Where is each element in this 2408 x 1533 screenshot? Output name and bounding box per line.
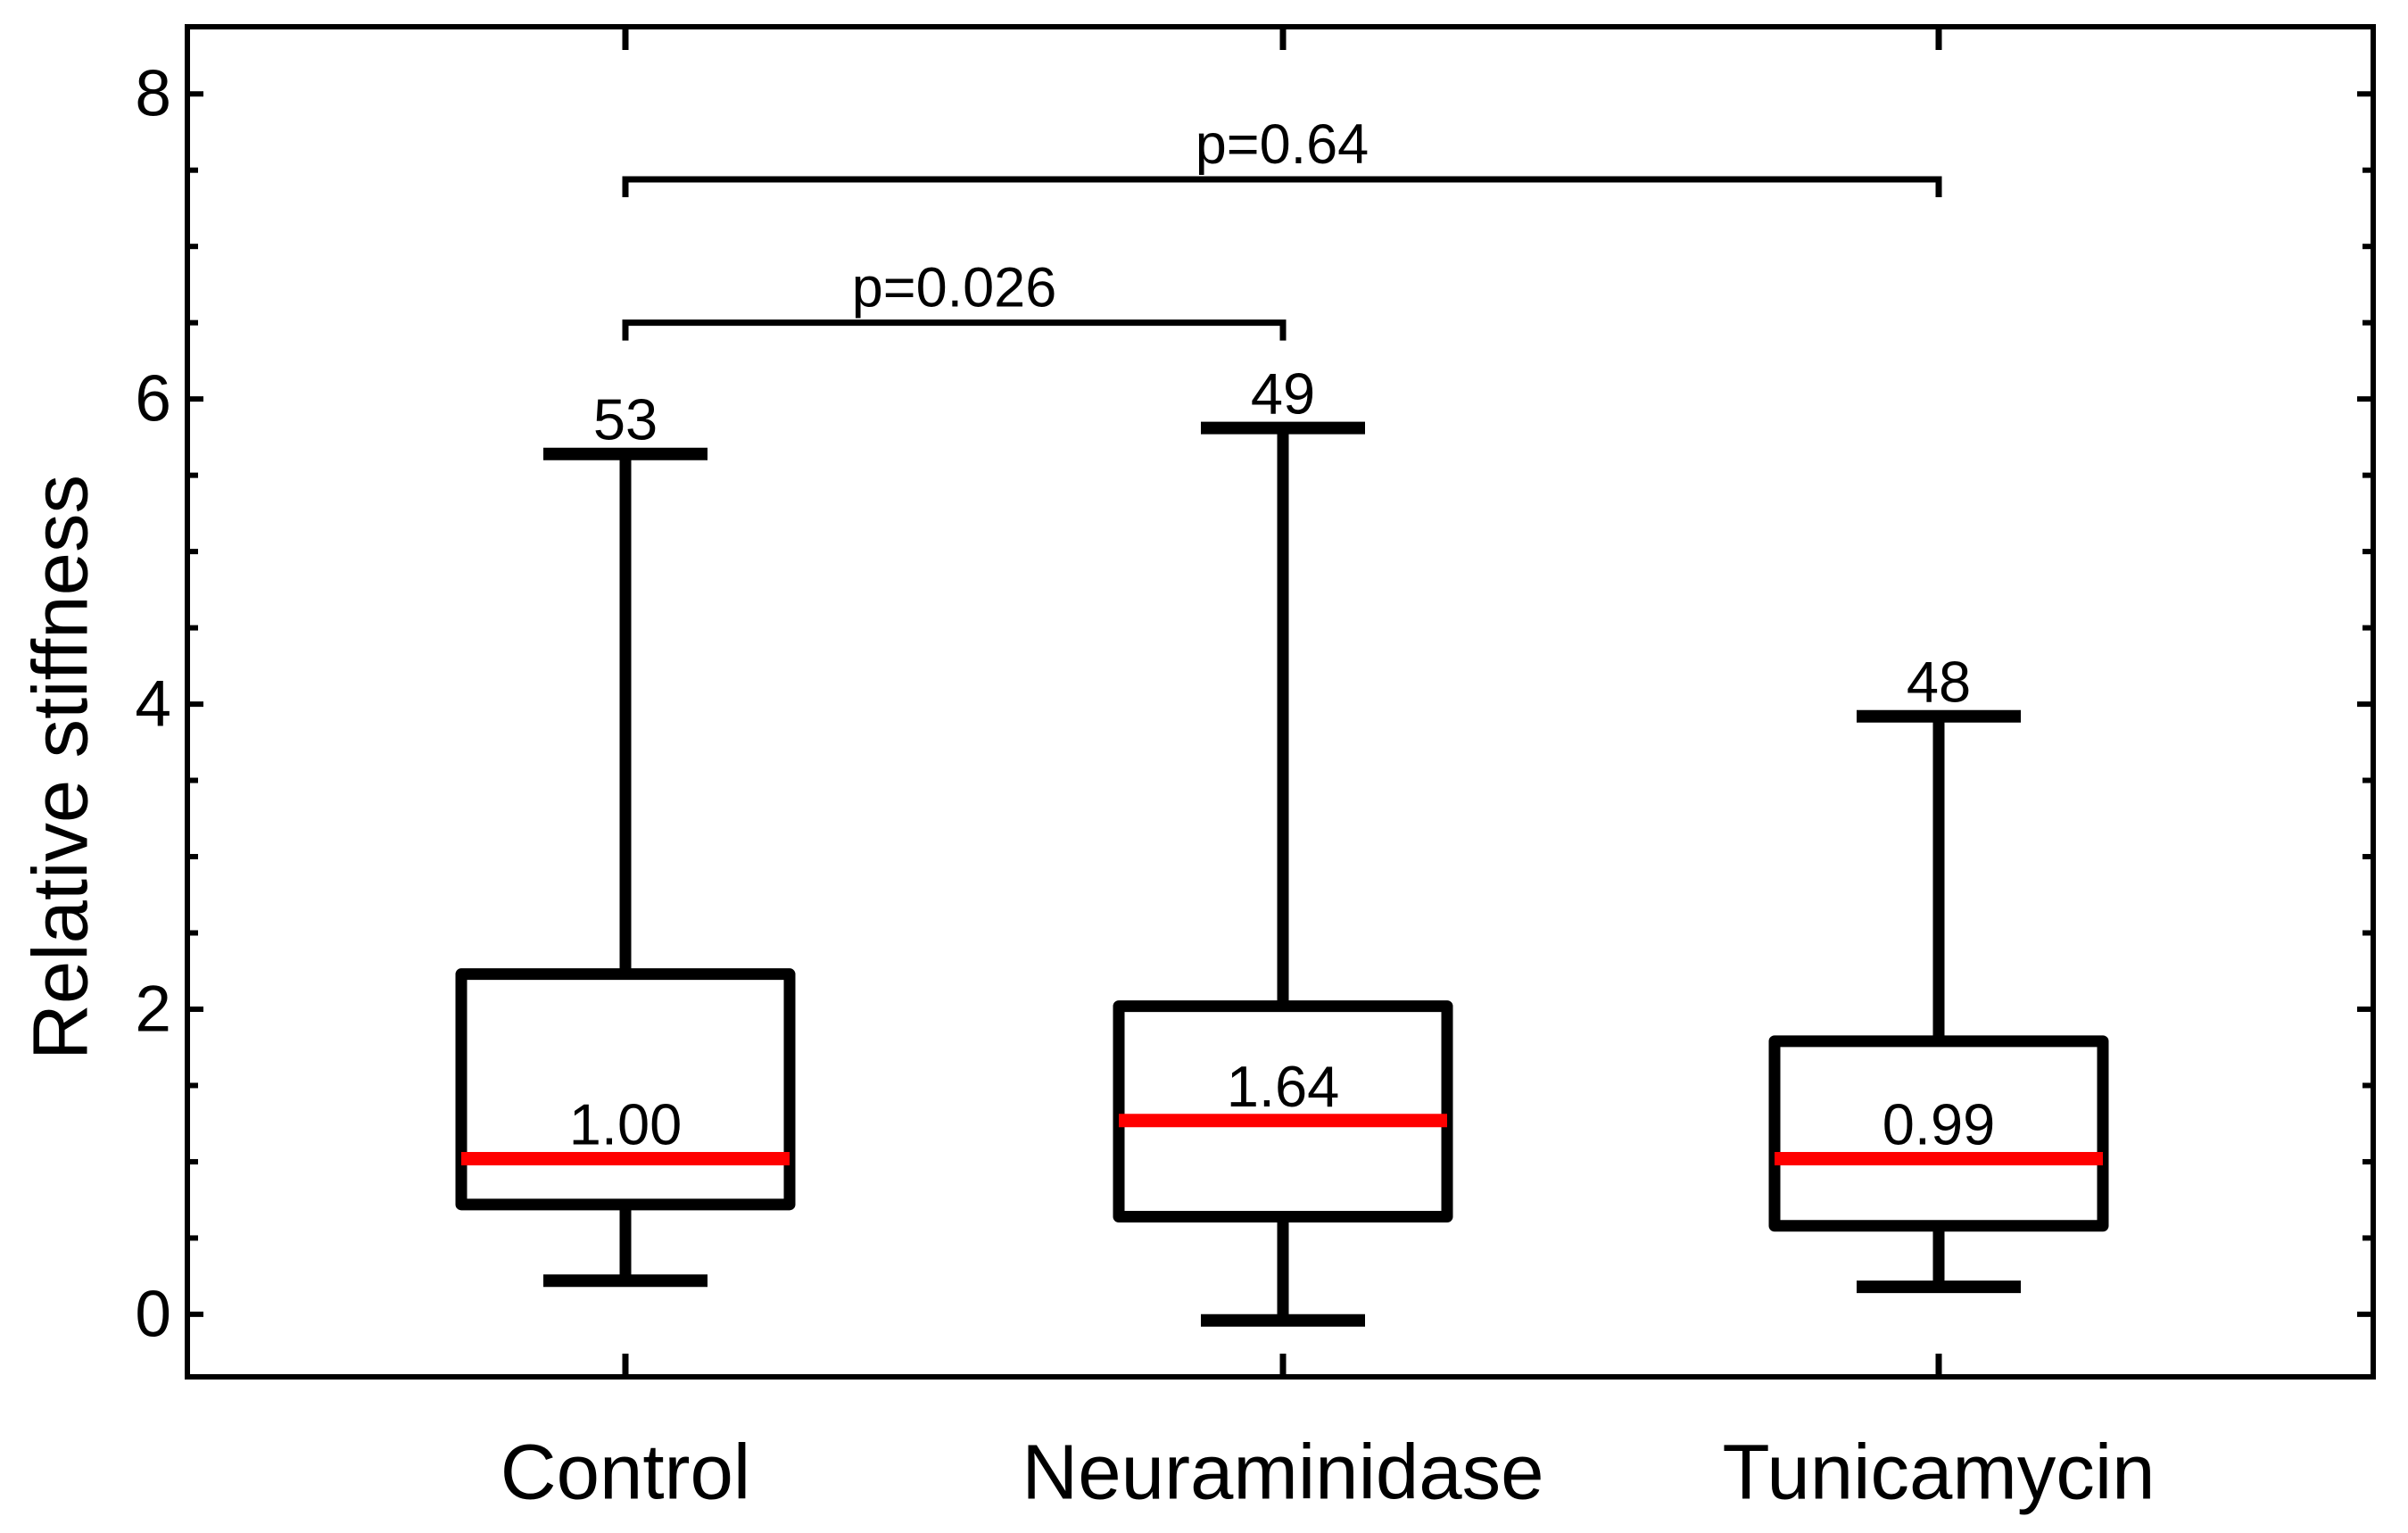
p-value-label: p=0.64 <box>1196 113 1369 176</box>
x-category-label: Control <box>501 1429 750 1516</box>
sample-size-label: 53 <box>593 387 658 452</box>
significance-bracket <box>622 319 1287 341</box>
median-value-label: 1.00 <box>569 1092 683 1157</box>
box-iqr <box>1113 1000 1453 1222</box>
box-iqr <box>1768 1035 2109 1232</box>
sample-size-label: 49 <box>1251 361 1315 427</box>
y-tick-label: 4 <box>135 668 171 741</box>
y-tick-label: 2 <box>135 973 171 1045</box>
y-axis-label: Relative stiffness <box>18 475 104 1060</box>
median-value-label: 0.99 <box>1883 1092 1996 1157</box>
x-category-label: Neuraminidase <box>1022 1429 1543 1516</box>
box-iqr <box>455 968 796 1211</box>
y-tick-label: 0 <box>135 1278 171 1350</box>
y-tick-label: 8 <box>135 58 171 130</box>
median-value-label: 1.64 <box>1227 1054 1340 1119</box>
x-category-label: Tunicamycin <box>1722 1429 2155 1516</box>
y-tick-label: 6 <box>135 363 171 435</box>
p-value-label: p=0.026 <box>852 257 1056 319</box>
sample-size-label: 48 <box>1907 650 1971 715</box>
significance-bracket <box>622 176 1942 197</box>
